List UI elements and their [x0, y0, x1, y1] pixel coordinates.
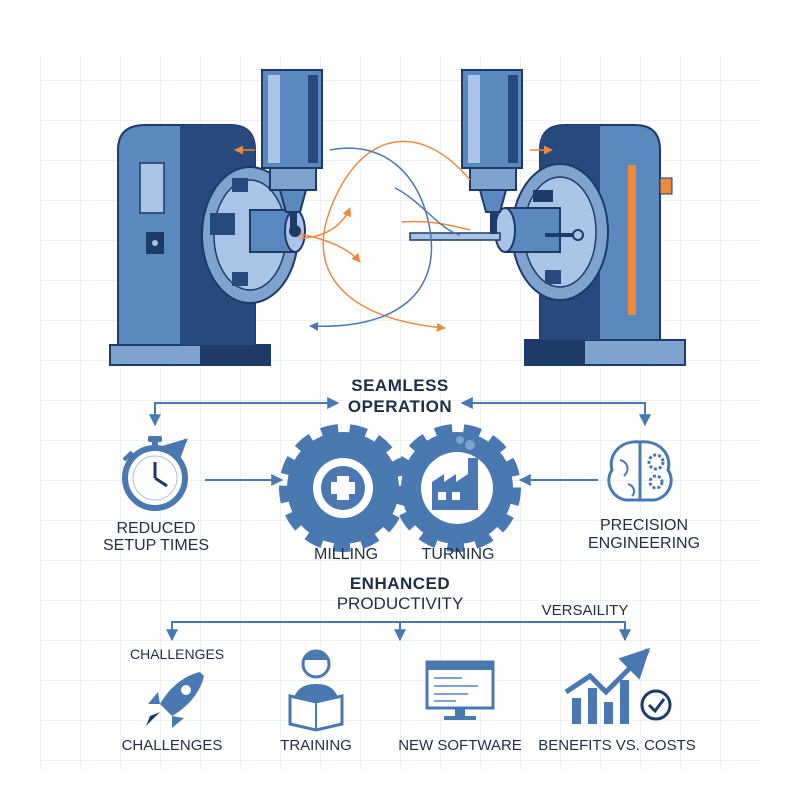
gear-factory-icon: [393, 424, 521, 552]
header-line2: OPERATION: [347, 397, 453, 416]
bottom-label-training: TRAINING: [280, 737, 352, 754]
bottom-label-benefits-vs-costs: BENEFITS VS. COSTS: [538, 737, 696, 754]
right-benefit-line2: ENGINEERING: [587, 535, 701, 552]
machine-flow-curves: [234, 140, 553, 332]
middle-title-line2: PRODUCTIVITY: [336, 594, 464, 613]
rising-chart-check-icon: [564, 647, 672, 724]
gear-label-turning: TURNING: [421, 546, 495, 563]
left-cnc-machine: [109, 69, 323, 366]
reading-person-icon: [288, 649, 344, 732]
header-connectors: [149, 397, 651, 486]
bottom-branch-connectors: [166, 621, 631, 642]
right-benefit-line1: PRECISION: [599, 517, 689, 534]
bottom-label-challenges: CHALLENGES: [121, 737, 223, 754]
left-benefit-line1: REDUCED: [116, 520, 196, 537]
gear-plus-icon: [279, 424, 407, 552]
side-label: CHALLENGES: [130, 646, 225, 662]
right-cnc-machine: [409, 69, 686, 366]
bottom-label-new-software: NEW SOFTWARE: [398, 737, 522, 754]
middle-title-line1: ENHANCED: [349, 574, 451, 593]
stopwatch-icon: [122, 436, 188, 511]
header-line1: SEAMLESS: [351, 376, 449, 395]
rocket-icon: [146, 672, 204, 728]
branch-label: VERSAILITY: [541, 602, 629, 619]
monitor-icon: [425, 660, 495, 720]
gear-label-milling: MILLING: [313, 546, 379, 563]
left-benefit-line2: SETUP TIMES: [102, 537, 210, 554]
brain-gear-icon: [607, 440, 673, 502]
